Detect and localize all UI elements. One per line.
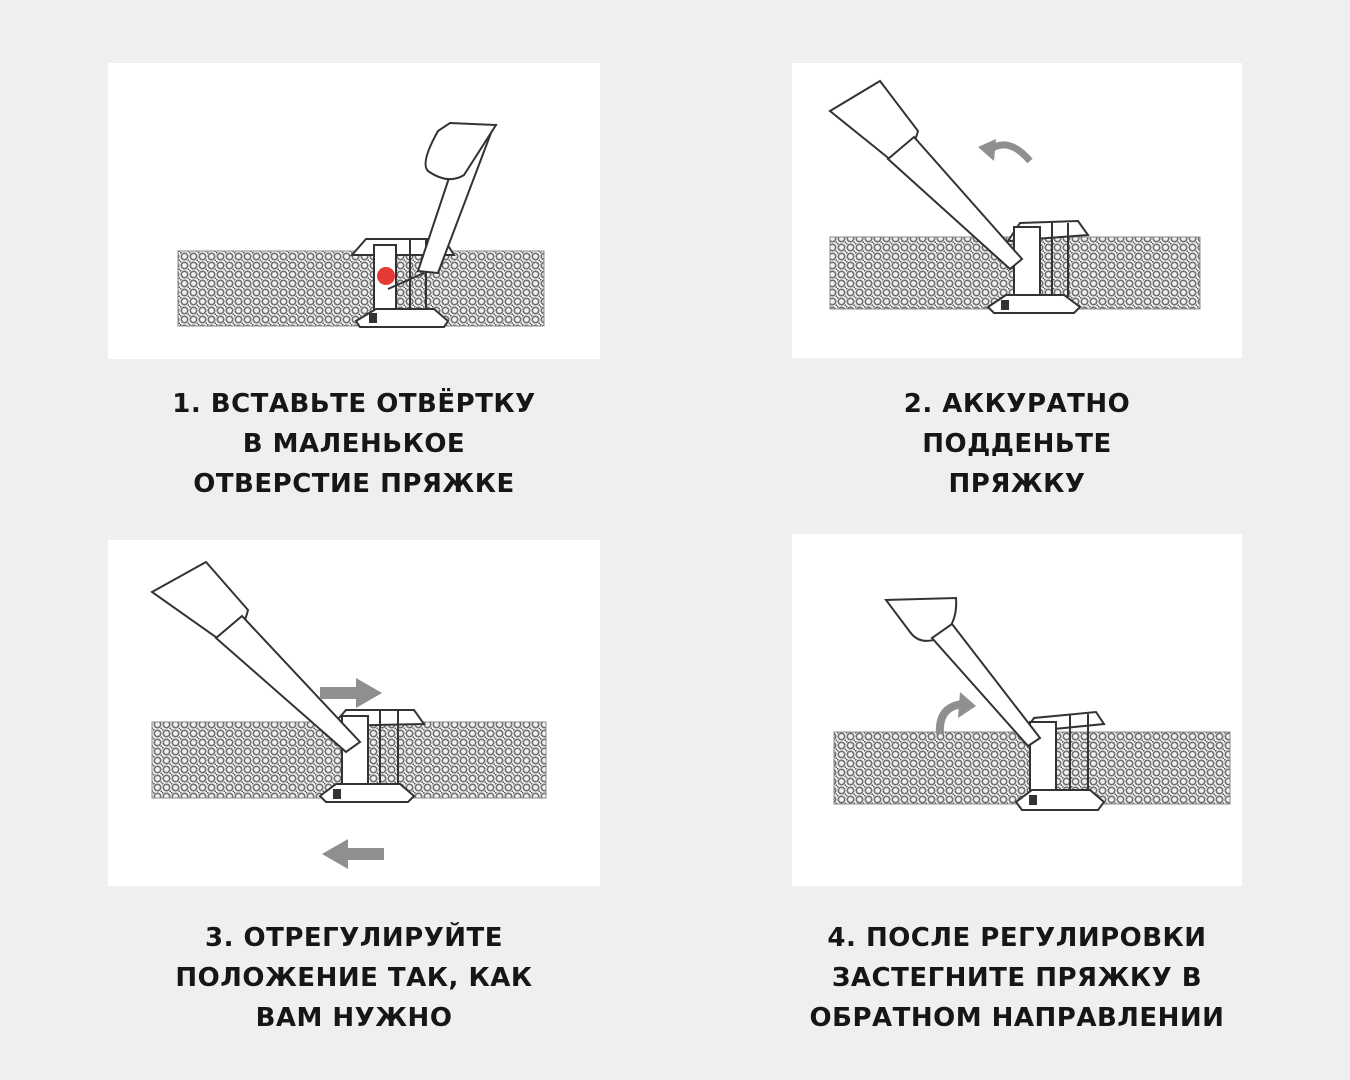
step-4-illustration [792, 534, 1242, 886]
mesh-strap [177, 250, 545, 327]
step-2-line-3: ПРЯЖКУ [948, 469, 1086, 499]
step-4-line-3: ОБРАТНОМ НАПРАВЛЕНИИ [809, 1003, 1225, 1033]
right-arrow-icon [320, 678, 382, 708]
buckle [1014, 710, 1106, 811]
step-3-caption: 3. ОТРЕГУЛИРУЙТЕ ПОЛОЖЕНИЕ ТАК, КАК ВАМ … [104, 918, 604, 1038]
step-3-line-2: ПОЛОЖЕНИЕ ТАК, КАК [175, 963, 533, 993]
step-1-line-1: 1. ВСТАВЬТЕ ОТВЁРТКУ [172, 389, 536, 419]
screwdriver-icon [828, 79, 1024, 271]
step-2-illustration [792, 63, 1242, 358]
left-arrow-icon [322, 839, 384, 869]
step-4-line-2: ЗАСТЕГНИТЕ ПРЯЖКУ В [831, 963, 1203, 993]
step-1-line-2: В МАЛЕНЬКОЕ [242, 429, 466, 459]
screwdriver-icon [387, 121, 498, 290]
step-1-illustration [108, 63, 600, 359]
step-1-caption: 1. ВСТАВЬТЕ ОТВЁРТКУ В МАЛЕНЬКОЕ ОТВЕРСТ… [104, 384, 604, 504]
step-3-illustration [108, 540, 600, 886]
buckle [986, 219, 1090, 314]
step-2-line-1: 2. АККУРАТНО [903, 389, 1131, 419]
red-marker-icon [377, 267, 395, 285]
curved-arrow-icon [935, 692, 976, 735]
step-4-line-1: 4. ПОСЛЕ РЕГУЛИРОВКИ [827, 923, 1207, 953]
screwdriver-icon [150, 560, 362, 754]
curved-arrow-icon [978, 139, 1033, 164]
screwdriver-icon [884, 596, 1042, 748]
step-2-caption: 2. АККУРАТНО ПОДДЕНЬТЕ ПРЯЖКУ [767, 384, 1267, 504]
step-3-line-3: ВАМ НУЖНО [255, 1003, 453, 1033]
step-4-caption: 4. ПОСЛЕ РЕГУЛИРОВКИ ЗАСТЕГНИТЕ ПРЯЖКУ В… [767, 918, 1267, 1038]
step-2-line-2: ПОДДЕНЬТЕ [922, 429, 1112, 459]
step-1-line-3: ОТВЕРСТИЕ ПРЯЖКЕ [193, 469, 515, 499]
step-3-line-1: 3. ОТРЕГУЛИРУЙТЕ [205, 923, 503, 953]
